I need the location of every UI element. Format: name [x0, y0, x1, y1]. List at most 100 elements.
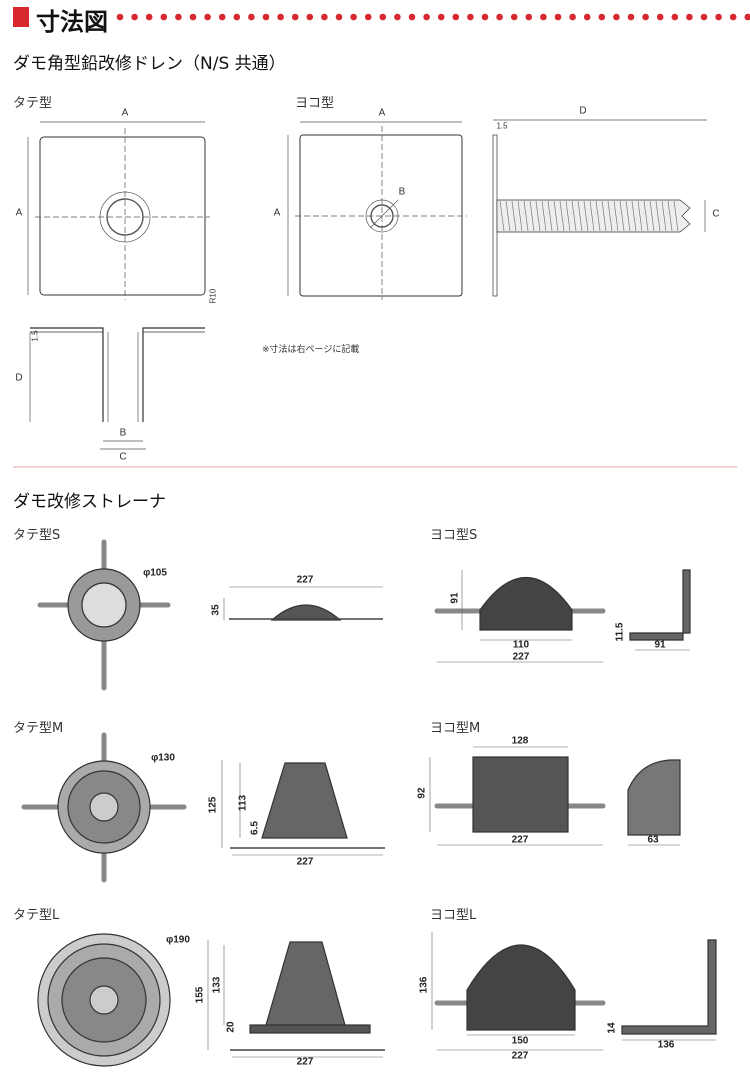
thread-line	[553, 200, 559, 232]
thread-line	[613, 200, 619, 232]
dim-inner: 150	[511, 1035, 529, 1047]
dim-width: 227	[511, 1050, 529, 1062]
dim-phi: φ130	[151, 752, 175, 764]
thread-line	[499, 200, 505, 232]
title-dot	[175, 13, 182, 21]
thread-line	[529, 200, 535, 232]
dim-1-5: 1.5	[30, 330, 40, 342]
title-dot	[145, 13, 153, 21]
title-dot	[350, 13, 357, 21]
thread-line	[607, 200, 613, 232]
yoko-m-label: ヨコ型M	[430, 721, 481, 736]
tate-m-label: タテ型M	[13, 721, 64, 736]
dim-b: B	[119, 427, 127, 439]
yoko-m-front	[472, 756, 569, 833]
title-dot	[364, 13, 372, 21]
title-dot	[394, 13, 401, 21]
yoko-s-label: ヨコ型S	[430, 528, 478, 543]
dim-inner-height: 113	[237, 794, 249, 812]
thread-line	[547, 200, 553, 232]
title-dot	[160, 13, 168, 21]
thread-line	[559, 200, 565, 232]
dim-d: D	[579, 105, 587, 117]
dim-height: 155	[194, 986, 206, 1004]
thread-line	[583, 200, 589, 232]
dim-inner-height: 133	[211, 976, 223, 994]
dim-side-width: 91	[654, 639, 666, 651]
thread-line	[565, 200, 571, 232]
title-dot	[481, 13, 489, 21]
title-dot	[613, 13, 620, 21]
dim-side-height: 14	[606, 1022, 618, 1034]
yoko-m-side	[627, 759, 681, 836]
thread-line	[589, 200, 595, 232]
yoko-l-label: ヨコ型L	[430, 908, 477, 923]
title-dot	[218, 13, 226, 21]
dim-height: 92	[416, 787, 428, 799]
title-dot	[379, 13, 387, 21]
title-dot	[452, 13, 460, 21]
title-dot	[671, 13, 679, 21]
title-dot	[642, 13, 649, 21]
dim-phi: φ190	[166, 934, 190, 946]
dim-side-width: 63	[647, 834, 659, 846]
title-dot-rule	[116, 13, 750, 21]
title-dot	[656, 13, 664, 21]
title-dot	[204, 13, 211, 21]
thread-line	[661, 200, 667, 232]
title-dot	[423, 13, 430, 21]
thread-line	[667, 200, 673, 232]
title-dot	[321, 13, 328, 21]
dim-base: 6.5	[249, 821, 261, 835]
thread-line	[595, 200, 601, 232]
title-dot	[700, 13, 708, 21]
thread-line	[673, 200, 679, 232]
title-dot	[540, 13, 547, 21]
yoko-l-front	[466, 944, 576, 1031]
thread-line	[541, 200, 547, 232]
dim-height: 136	[418, 976, 430, 994]
title-dot	[248, 13, 255, 21]
dim-radius: R10	[208, 288, 218, 304]
tate-s-label: タテ型S	[13, 528, 61, 543]
thread-line	[505, 200, 511, 232]
tate-s-side	[270, 604, 342, 621]
page-title: 寸法図	[36, 8, 108, 36]
title-dot	[496, 13, 503, 21]
title-marker	[13, 7, 29, 27]
dim-a: A	[121, 107, 129, 119]
yoko-s-front	[479, 576, 573, 631]
thread-line	[577, 200, 583, 232]
drain-section-title: ダモ角型鉛改修ドレン（N/S 共通）	[13, 54, 286, 74]
title-dot	[686, 13, 693, 21]
dim-width: 227	[296, 856, 314, 868]
dim-base: 20	[225, 1021, 237, 1033]
dim-side-height: 11.5	[614, 622, 626, 642]
title-dot	[335, 13, 343, 21]
dim-height: 125	[207, 796, 219, 814]
thread-line	[523, 200, 529, 232]
dim-width: 227	[296, 1056, 314, 1068]
thread-line	[631, 200, 637, 232]
title-dot	[715, 13, 722, 21]
dim-d: D	[15, 372, 23, 384]
tate-l-side	[265, 941, 346, 1026]
title-dot	[189, 13, 197, 21]
title-dot	[291, 13, 299, 21]
strainer-section-title: ダモ改修ストレーナ	[13, 492, 166, 512]
dim-width: 227	[296, 574, 314, 586]
tate-l-label: タテ型L	[13, 908, 60, 923]
tate-m-side	[261, 762, 348, 839]
dim-height: 35	[210, 604, 222, 616]
dim-side-width: 136	[657, 1039, 675, 1051]
title-dot	[554, 13, 562, 21]
title-dot	[525, 13, 533, 21]
thread-line	[625, 200, 631, 232]
title-dot	[277, 13, 284, 21]
dim-top: 128	[511, 735, 529, 747]
title-dot	[729, 13, 737, 21]
title-dot	[233, 13, 241, 21]
title-dot	[467, 13, 474, 21]
yoko-plate	[299, 134, 463, 297]
